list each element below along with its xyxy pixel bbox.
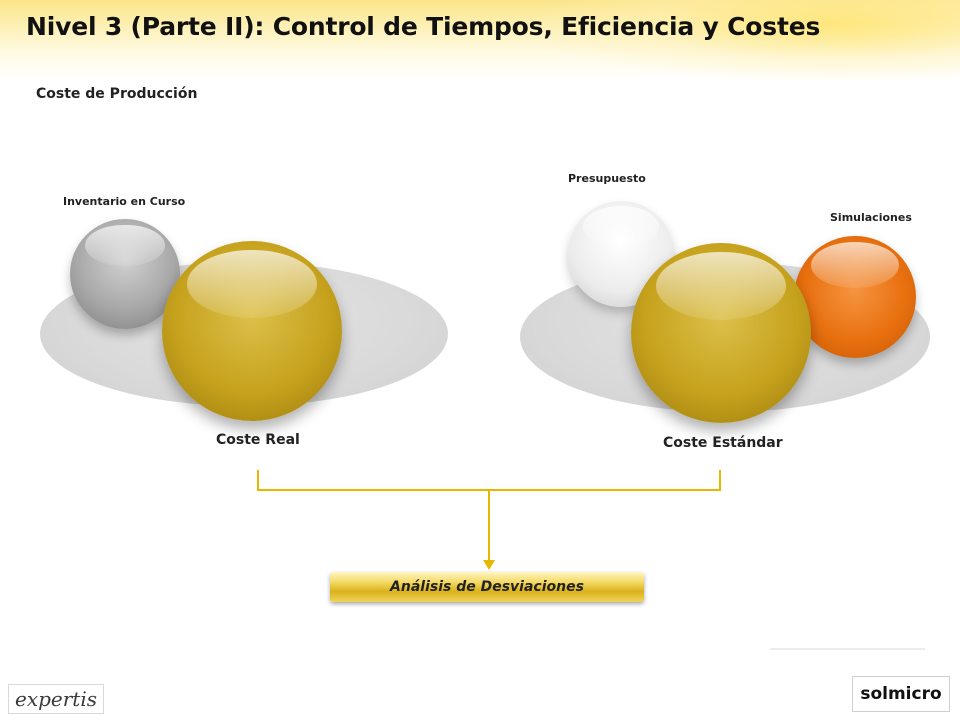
standard-cost-label: Coste Estándar (663, 435, 783, 451)
footer-divider (770, 648, 925, 650)
deviation-analysis-box: Análisis de Desviaciones (330, 572, 644, 602)
inventory-sphere (70, 219, 180, 329)
simulations-label: Simulaciones (830, 211, 912, 224)
arrow-head (483, 560, 495, 570)
page-subtitle: Coste de Producción (36, 86, 198, 102)
simulations-sphere (794, 236, 916, 358)
expertis-logo: expertis (8, 684, 104, 714)
solmicro-logo-text: solmicro (860, 684, 942, 704)
real-cost-sphere (162, 241, 342, 421)
deviation-analysis-label: Análisis de Desviaciones (390, 579, 584, 595)
inventory-label: Inventario en Curso (63, 195, 186, 208)
page-title: Nivel 3 (Parte II): Control de Tiempos, … (26, 12, 821, 41)
solmicro-logo: solmicro (852, 676, 950, 712)
expertis-logo-text: expertis (14, 687, 97, 711)
budget-label: Presupuesto (568, 172, 646, 185)
bracket-line (257, 470, 721, 491)
header-glow (540, 0, 960, 80)
standard-cost-sphere (631, 243, 811, 423)
real-cost-label: Coste Real (216, 432, 300, 448)
